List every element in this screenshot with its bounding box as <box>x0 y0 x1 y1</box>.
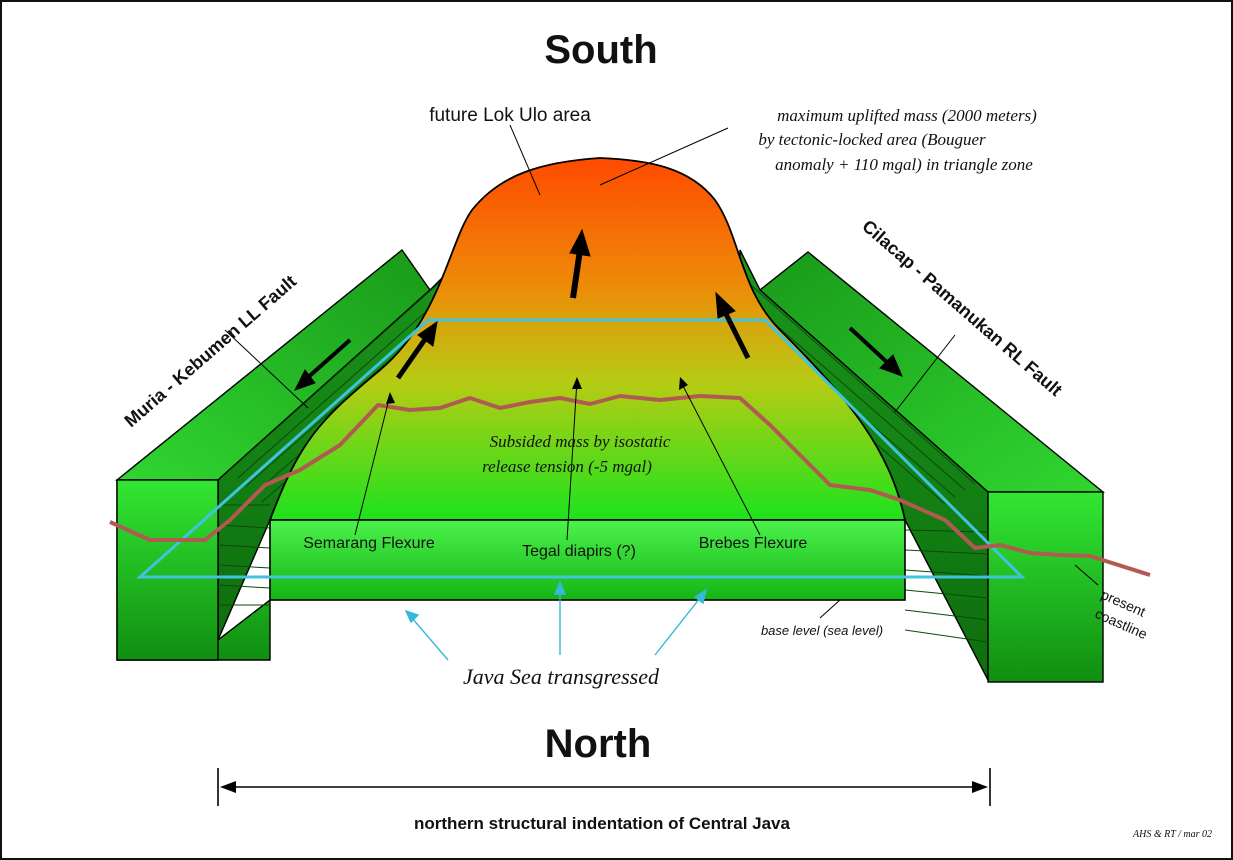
right-fault-pointer <box>894 334 956 413</box>
left-fault-pointer <box>224 329 309 409</box>
pointer-arrowheads <box>386 377 688 404</box>
semarang-pointer <box>354 394 391 536</box>
left-fault-arrowhead <box>294 369 316 391</box>
lok-ulo-pointer <box>509 124 541 196</box>
uplift-arrows <box>395 228 751 380</box>
label-base-level: base level (sea level) <box>761 623 883 638</box>
title-south: South <box>544 28 657 72</box>
uplifted-dome <box>268 157 907 521</box>
fault-motion-arrows <box>294 326 903 391</box>
caption: northern structural indentation of Centr… <box>414 814 790 833</box>
brebes-pointer <box>679 379 761 536</box>
indentation-dimension-line <box>217 768 991 806</box>
label-uplift-line3: anomaly + 110 mgal) in triangle zone <box>775 155 1033 174</box>
label-java-sea: Java Sea transgressed <box>463 664 660 689</box>
label-tegal-diapirs: Tegal diapirs (?) <box>522 543 636 560</box>
label-subsided-line2: release tension (-5 mgal) <box>482 457 652 476</box>
right-fault-arrowhead <box>879 354 903 377</box>
right-pillar-face <box>987 491 1104 683</box>
left-pillar-face <box>116 479 219 661</box>
label-brebes-flexure: Brebes Flexure <box>699 535 808 552</box>
label-uplift-line2: by tectonic-locked area (Bouguer <box>758 130 986 149</box>
tegal-pointer <box>566 379 578 541</box>
dimension-arrowheads <box>220 781 988 793</box>
label-subsided-line1: Subsided mass by isostatic <box>490 432 671 451</box>
central-mass-front-face <box>269 519 906 601</box>
label-semarang-flexure: Semarang Flexure <box>303 535 435 552</box>
uplift-pointer <box>599 127 729 186</box>
java-sea-pointers <box>404 580 708 661</box>
credit: AHS & RT / mar 02 <box>1132 829 1212 840</box>
base-level-pointer <box>819 599 841 619</box>
annotation-pointers <box>224 124 1099 619</box>
title-north: North <box>545 722 652 766</box>
label-uplift-line1: maximum uplifted mass (2000 meters) <box>777 106 1037 125</box>
triangle-zone-frame <box>136 318 1026 579</box>
coastline-pointer <box>1074 564 1099 586</box>
present-coastline <box>109 394 1151 577</box>
label-lok-ulo: future Lok Ulo area <box>429 105 591 126</box>
